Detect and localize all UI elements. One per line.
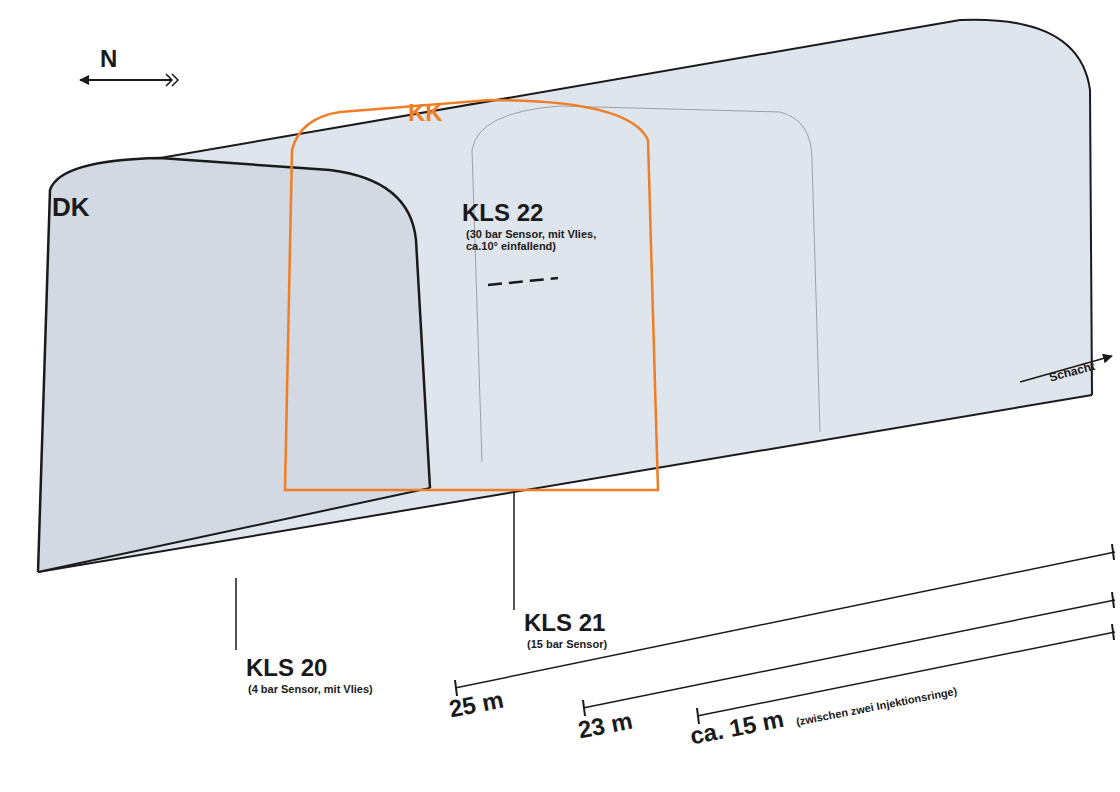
- north-label: N: [100, 46, 117, 72]
- section-label: KK: [408, 100, 443, 126]
- section-label: DK: [52, 193, 90, 222]
- sensor-note: (4 bar Sensor, mit Vlies): [248, 683, 373, 695]
- sensor-note: (30 bar Sensor, mit Vlies, ca.10° einfal…: [466, 228, 616, 252]
- sensor-note: (15 bar Sensor): [527, 638, 607, 650]
- dimension-label: ca. 15 m: [688, 706, 786, 750]
- sensor-label: KLS 22: [462, 200, 543, 226]
- sensor-label: KLS 21: [524, 610, 605, 636]
- sensor-label: KLS 20: [246, 655, 327, 681]
